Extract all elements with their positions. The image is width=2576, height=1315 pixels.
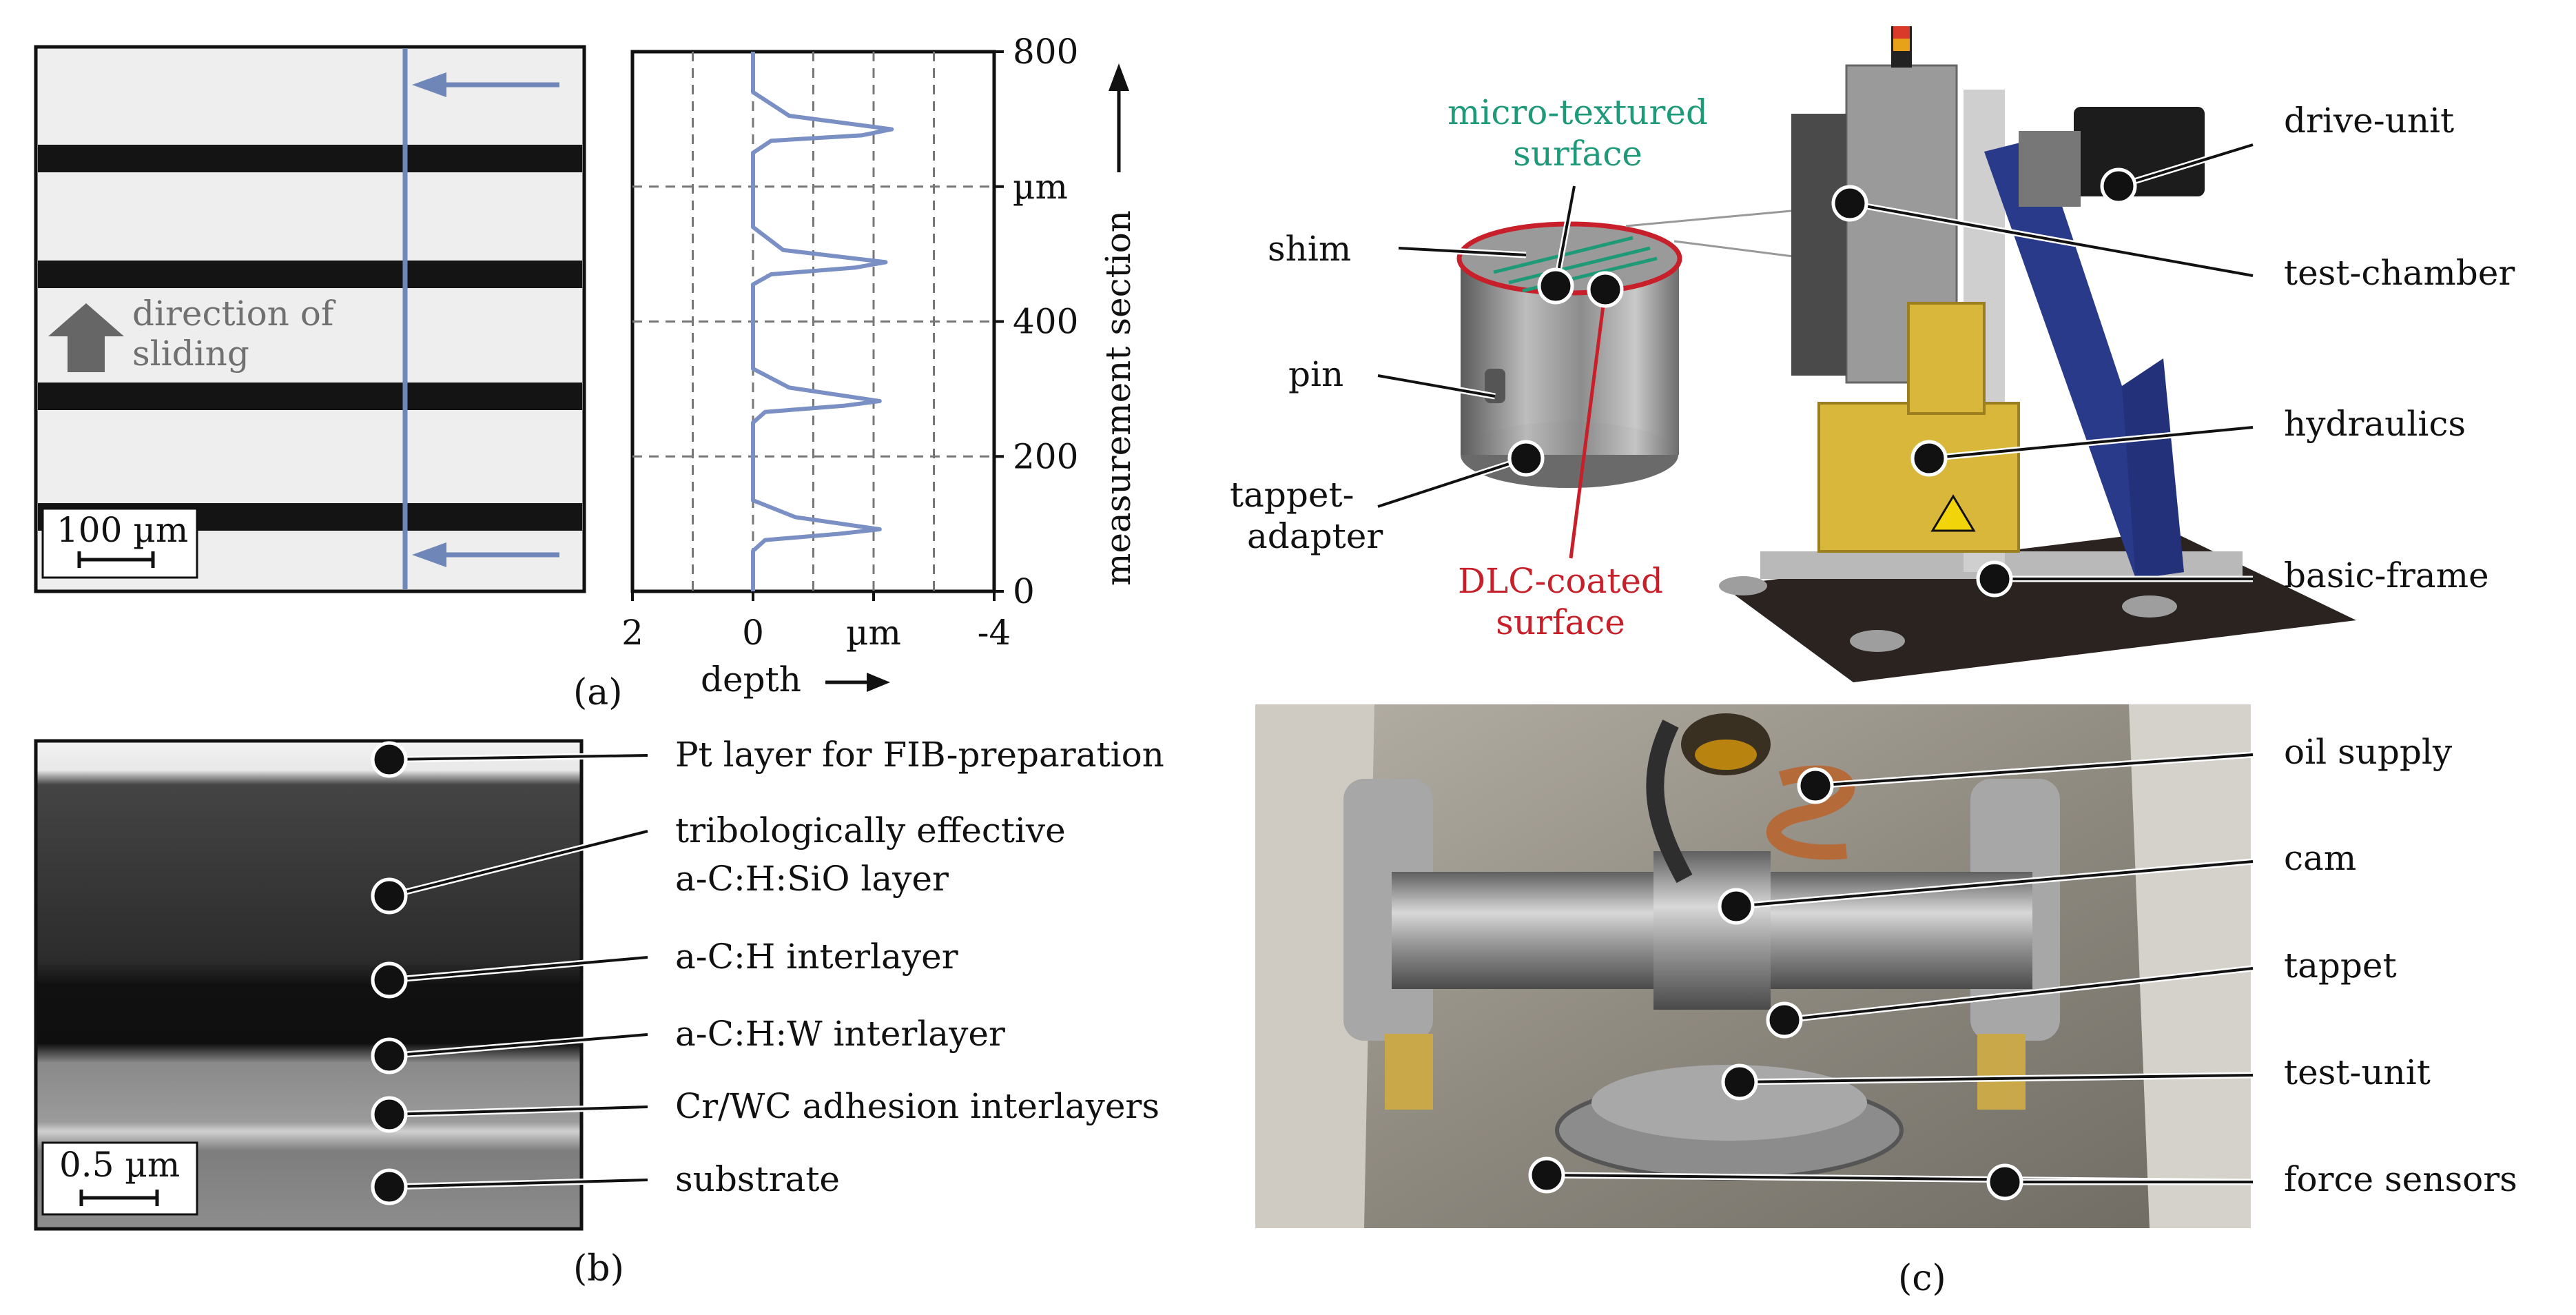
shim-label: shim (1268, 229, 1351, 269)
depth-series-line (751, 52, 894, 591)
rig-leader-line (2118, 143, 2254, 187)
chamber-leader-line (1815, 753, 2254, 787)
x-tick-label: 2 (621, 613, 643, 653)
dlc-label-line2: surface (1496, 602, 1625, 642)
chamber-marker (1797, 767, 1834, 804)
rig-marker (2100, 167, 2137, 205)
layer-marker (371, 877, 408, 915)
pin-marker (1507, 440, 1545, 477)
y-tick-label: 200 (1013, 436, 1078, 476)
chamber-leader-line (1784, 967, 2254, 1021)
layer-marker (371, 1037, 408, 1074)
layer-label: a-C:H interlayer (675, 937, 958, 977)
pin-marker (1537, 267, 1574, 305)
chamber-marker (1718, 888, 1755, 925)
layer-leader-line (389, 830, 648, 897)
rig-marker (1831, 185, 1868, 222)
layer-label: Pt layer for FIB-preparation (675, 735, 1164, 775)
dlc-leader-line (1569, 289, 1607, 559)
rig-marker (1910, 440, 1948, 477)
sem-scale-bar-label: 0.5 µm (59, 1145, 180, 1185)
chamber-marker (1528, 1156, 1565, 1194)
pin-leader-line (1377, 457, 1527, 508)
chamber-label: tappet (2284, 946, 2397, 986)
layer-label: tribologically effective (675, 811, 1066, 850)
chamber-label: test-unit (2284, 1052, 2431, 1092)
arrow-bottom-icon (412, 542, 559, 567)
pin-leader-line (1377, 374, 1496, 398)
y-tick-label: 800 (1013, 32, 1078, 72)
x-axis-title: depth (701, 660, 801, 700)
chamber-label: oil supply (2284, 732, 2453, 772)
dlc-label-line1: DLC-coated (1458, 561, 1663, 601)
rig-label: drive-unit (2284, 101, 2454, 141)
test-chamber-photo (1255, 704, 2251, 1228)
layer-marker (371, 1096, 408, 1133)
layer-marker (371, 961, 408, 999)
x-axis-arrow-icon (825, 673, 890, 692)
chamber-label: cam (2284, 838, 2356, 878)
micro-textured-label-line2: surface (1513, 134, 1642, 174)
pin-label: pin (1288, 354, 1343, 394)
scale-bar (77, 551, 155, 568)
rig-label: basic-frame (2284, 555, 2489, 595)
y-axis-arrow-icon (1109, 63, 1129, 172)
arrow-top-icon (412, 72, 559, 97)
groove-stripe (38, 145, 582, 172)
sliding-direction-arrow-icon (48, 303, 124, 372)
layer-label: Cr/WC adhesion interlayers (675, 1086, 1160, 1126)
layer-leader-line (389, 1105, 648, 1116)
y-tick-label: 0 (1013, 571, 1035, 611)
caption-c: (c) (1898, 1258, 1946, 1299)
chamber-marker (1721, 1063, 1758, 1101)
rig-leader-line (1849, 202, 2254, 277)
layer-marker (371, 1168, 408, 1205)
chamber-leader-line (1735, 860, 2254, 908)
pin-leader-line (1398, 247, 1527, 256)
layer-label: a-C:H:SiO layer (675, 859, 949, 899)
rig-leader-line (1928, 426, 2254, 460)
layer-leader-line (389, 754, 648, 761)
rig-label: test-chamber (2284, 253, 2515, 293)
tappet-adapter-label-line2: adapter (1247, 516, 1383, 556)
pin-specimen (1456, 221, 1682, 488)
layer-leader-line (389, 956, 648, 981)
layer-leader-line (389, 1179, 648, 1188)
chamber-marker (1766, 1001, 1803, 1039)
layer-label: a-C:H:W interlayer (675, 1014, 1005, 1054)
test-rig-photo (1719, 26, 2356, 682)
sliding-annotation-line1: direction of (132, 294, 336, 334)
y-tick-label: µm (1013, 167, 1068, 207)
micro-textured-label-line1: micro-textured (1447, 92, 1708, 132)
rig-label: hydraulics (2284, 404, 2466, 444)
tappet-adapter-label-line1: tappet- (1230, 475, 1354, 515)
chamber-label: force sensors (2284, 1159, 2517, 1199)
x-tick-label: 0 (742, 613, 764, 653)
x-tick-label: µm (846, 613, 901, 653)
micrograph-panel: direction of sliding 100 µm (34, 45, 586, 593)
sliding-annotation-line2: sliding (132, 334, 249, 374)
caption-a: (a) (573, 672, 623, 713)
layer-marker (371, 741, 408, 778)
chamber-leader-line (1739, 1074, 2254, 1083)
caption-b: (b) (573, 1248, 624, 1289)
dlc-marker (1587, 271, 1624, 308)
rig-marker (1976, 560, 2013, 598)
groove-stripe (38, 261, 582, 288)
x-tick-label: -4 (978, 613, 1011, 653)
layer-leader-line (389, 1033, 648, 1057)
scale-bar-label: 100 µm (56, 510, 188, 550)
sem-scale-bar (79, 1190, 159, 1206)
sem-panel: 0.5 µm (34, 739, 584, 1231)
chamber-marker (1986, 1163, 2023, 1201)
y-axis-title: measurement section (1098, 210, 1138, 586)
y-tick-label: 400 (1013, 302, 1078, 342)
layer-label: substrate (675, 1159, 840, 1199)
groove-stripe (38, 383, 582, 410)
